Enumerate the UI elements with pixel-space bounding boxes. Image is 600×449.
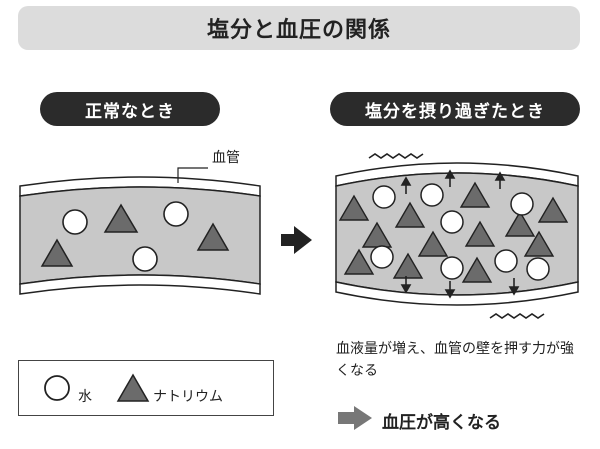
water-molecule — [420, 183, 444, 207]
sodium-particle — [537, 196, 569, 223]
sodium-particle — [338, 194, 370, 221]
sodium-particle — [523, 230, 555, 257]
sodium-particle — [40, 238, 74, 267]
legend-water-icon — [44, 375, 70, 401]
water-molecule — [440, 256, 464, 280]
water-molecule — [132, 246, 158, 272]
legend-sodium-label: ナトリウム — [153, 389, 223, 405]
pressure-zigzag-top — [368, 153, 424, 159]
sodium-particle — [461, 256, 493, 283]
vessel-label: 血管 — [212, 150, 240, 166]
water-molecule — [370, 245, 394, 269]
expanded-vessel-bottom-wall — [335, 281, 579, 306]
result-text: 血圧が高くなる — [382, 413, 501, 433]
water-molecule — [62, 209, 88, 235]
water-molecule — [372, 185, 396, 209]
pressure-arrows — [400, 169, 520, 299]
normal-vessel-bottom-wall — [19, 274, 261, 295]
pressure-zigzag-bottom — [489, 313, 545, 319]
sodium-particle — [459, 181, 491, 208]
sodium-particle — [504, 210, 536, 237]
sodium-particle — [417, 230, 449, 257]
page-title: 塩分と血圧の関係 — [18, 6, 580, 50]
result-arrow — [338, 406, 372, 430]
legend — [18, 360, 274, 416]
explanation-text: 血液量が増え、血管の壁を押す力が強くなる — [336, 341, 574, 379]
sodium-particle — [394, 201, 426, 228]
transition-arrow — [281, 226, 312, 254]
water-molecule — [494, 249, 518, 273]
water-molecule — [526, 257, 550, 281]
water-molecule — [163, 201, 189, 227]
normal-vessel — [19, 176, 261, 295]
legend-water-label: 水 — [78, 389, 92, 405]
legend-sodium-icon — [116, 373, 150, 402]
normal-state-label: 正常なとき — [40, 92, 220, 126]
sodium-particle — [343, 248, 375, 275]
water-molecule — [510, 192, 534, 216]
vessel-label-leader — [177, 167, 208, 183]
water-molecule — [440, 210, 464, 234]
excess-salt-state-label: 塩分を摂り過ぎたとき — [330, 92, 580, 126]
sodium-particle — [392, 252, 424, 279]
sodium-particle — [464, 220, 496, 247]
sodium-particle — [196, 222, 230, 251]
sodium-particle — [103, 203, 139, 233]
